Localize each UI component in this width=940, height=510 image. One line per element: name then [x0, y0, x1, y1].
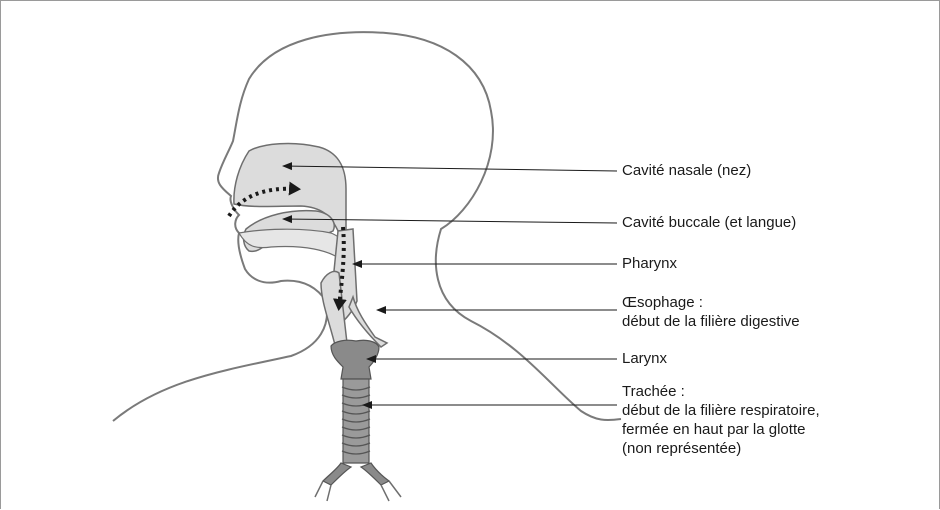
label-esophagus-line-2: début de la filière digestive [622, 312, 800, 331]
esophagus [349, 297, 387, 347]
trachea [315, 379, 401, 501]
label-esophagus: Œsophage : début de la filière digestive [622, 293, 800, 331]
label-trachea-line-4: (non représentée) [622, 439, 820, 458]
label-trachea-line-3: fermée en haut par la glotte [622, 420, 820, 439]
label-pharynx: Pharynx [622, 254, 677, 273]
label-larynx: Larynx [622, 349, 667, 368]
label-larynx-text: Larynx [622, 349, 667, 368]
label-esophagus-line-1: Œsophage : [622, 293, 800, 312]
tongue [239, 229, 347, 263]
label-oral-cavity: Cavité buccale (et langue) [622, 213, 796, 232]
larynx [331, 340, 379, 379]
label-trachea-line-1: Trachée : [622, 382, 820, 401]
label-nasal-cavity-text: Cavité nasale (nez) [622, 161, 751, 180]
label-nasal-cavity: Cavité nasale (nez) [622, 161, 751, 180]
label-pharynx-text: Pharynx [622, 254, 677, 273]
label-oral-cavity-text: Cavité buccale (et langue) [622, 213, 796, 232]
label-trachea-line-2: début de la filière respiratoire, [622, 401, 820, 420]
label-trachea: Trachée : début de la filière respiratoi… [622, 382, 820, 458]
